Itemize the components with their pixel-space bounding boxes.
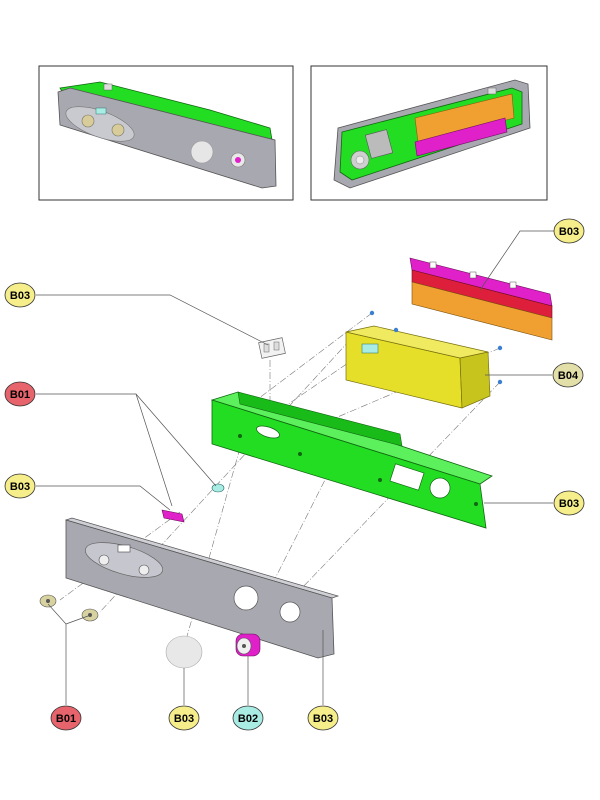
chassis-rear-wall: [237, 391, 403, 447]
inset-gray-panel: [57, 87, 277, 189]
pcb-top: [345, 325, 489, 359]
svg-text:B01: B01: [56, 713, 76, 725]
callout-b04: B04: [552, 362, 584, 388]
green-chassis: [210, 391, 493, 529]
panel-display-window: [117, 544, 131, 553]
inset-top-clip: [487, 87, 497, 95]
chassis-hole: [429, 477, 451, 499]
svg-text:B02: B02: [238, 713, 258, 725]
chassis-slot: [256, 425, 280, 439]
panel-face: [65, 519, 335, 659]
inset-cover-disc: [190, 140, 214, 164]
svg-text:B03: B03: [313, 713, 333, 725]
svg-text:B04: B04: [558, 370, 579, 382]
callout-b03-clip: B03: [4, 282, 36, 308]
inset-display: [95, 107, 107, 115]
svg-text:B03: B03: [559, 498, 579, 510]
screws: [369, 310, 503, 385]
panel-knob-hole: [98, 554, 110, 566]
board-tab: [469, 271, 477, 279]
orange-board: [411, 281, 553, 341]
chassis-screw-hole: [378, 478, 382, 482]
svg-text:B03: B03: [174, 713, 194, 725]
chassis-screw-hole: [298, 452, 302, 456]
inset-orange-board: [414, 93, 515, 143]
svg-text:B03: B03: [10, 481, 30, 493]
magenta-clip: [161, 509, 185, 523]
callout-b03-top-right: B03: [553, 218, 585, 244]
callout-b03-disc: B03: [168, 705, 200, 731]
screw: [497, 379, 503, 385]
chassis-window: [389, 463, 425, 491]
callout-b03-panel: B03: [307, 705, 339, 731]
inset-knob-right: [111, 123, 125, 137]
svg-text:B01: B01: [10, 389, 30, 401]
callout-leaders: [36, 230, 555, 705]
callout-b01-upper: B01: [4, 381, 36, 407]
callout-b02-button: B02: [232, 705, 264, 731]
inset-top-clip: [103, 83, 113, 91]
inset-knob-left: [81, 114, 95, 128]
inset-mount-box: [364, 129, 394, 159]
gray-front-panel: [64, 517, 340, 659]
screw: [497, 345, 503, 351]
panel-knob-hole: [138, 564, 150, 576]
board-tab: [429, 261, 437, 269]
inset-magenta-board: [414, 117, 508, 157]
inset-rear-view: [310, 65, 548, 201]
svg-text:B03: B03: [10, 290, 30, 302]
inset-coil-inner: [355, 155, 365, 165]
pcb-side: [459, 351, 491, 409]
screw: [369, 310, 375, 316]
white-clip: [258, 337, 286, 359]
cover-disc: [165, 635, 203, 669]
rear-pcb-strip: [409, 257, 553, 341]
small-parts: [161, 483, 225, 523]
callout-b03-chassis: B03: [553, 490, 585, 516]
board-tab: [509, 281, 517, 289]
knobs: [39, 594, 99, 622]
callout-b01-knobs: B01: [50, 705, 82, 731]
chassis-screw-hole: [238, 434, 242, 438]
chassis-face: [211, 399, 487, 529]
screw: [393, 327, 399, 333]
inset-front-view: [38, 65, 294, 201]
panel-button-hole: [279, 601, 301, 623]
pcb-display-chip: [361, 343, 379, 354]
control-pcb: [345, 325, 491, 409]
cyan-lens: [211, 483, 225, 493]
panel-large-hole: [233, 585, 259, 611]
chassis-screw-hole: [474, 502, 478, 506]
callout-b03-magenta-clip: B03: [4, 473, 36, 499]
svg-text:B03: B03: [559, 226, 579, 238]
push-button: [235, 633, 261, 657]
callout-bubbles: B03 B03 B01 B04 B03 B03 B01 B03: [4, 218, 585, 731]
inset-button-core: [235, 157, 241, 163]
